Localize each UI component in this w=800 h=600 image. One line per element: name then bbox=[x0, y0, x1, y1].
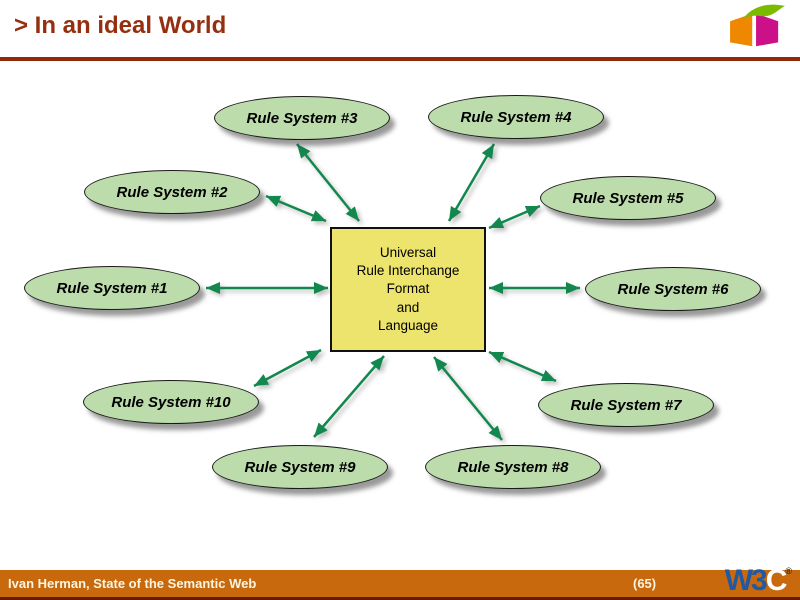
node-label: Rule System #4 bbox=[460, 108, 572, 126]
w3c-logo-w3: W3 bbox=[724, 564, 768, 597]
cube-right-face bbox=[756, 13, 779, 47]
node-label: Rule System #7 bbox=[570, 396, 682, 414]
hub-box: Universal Rule Interchange Format and La… bbox=[330, 227, 486, 352]
node-rule-system-3: Rule System #3 bbox=[214, 96, 390, 140]
node-label: Rule System #3 bbox=[246, 109, 358, 127]
w3c-logo: W3C® bbox=[725, 566, 792, 596]
edge-arrow bbox=[433, 356, 503, 441]
edge-arrow bbox=[253, 348, 322, 388]
node-rule-system-9: Rule System #9 bbox=[212, 445, 388, 489]
page-title: > In an ideal World bbox=[14, 12, 227, 39]
cube-top-swoosh bbox=[742, 4, 785, 20]
node-label: Rule System #5 bbox=[572, 189, 684, 207]
footer-author: Ivan Herman, State of the Semantic Web bbox=[8, 576, 257, 591]
hub-label: Universal Rule Interchange Format and La… bbox=[356, 244, 460, 333]
node-label: Rule System #2 bbox=[116, 183, 228, 201]
page-number: (65) bbox=[633, 576, 657, 591]
edge-arrow bbox=[296, 143, 360, 222]
node-rule-system-8: Rule System #8 bbox=[425, 445, 601, 489]
edge-arrow bbox=[488, 204, 541, 230]
node-label: Rule System #1 bbox=[56, 279, 168, 297]
node-rule-system-10: Rule System #10 bbox=[83, 380, 259, 424]
node-rule-system-7: Rule System #7 bbox=[538, 383, 714, 427]
edge-arrow bbox=[313, 355, 385, 438]
node-rule-system-4: Rule System #4 bbox=[428, 95, 604, 139]
node-label: Rule System #8 bbox=[457, 458, 569, 476]
footer-bar: Ivan Herman, State of the Semantic Web (… bbox=[0, 570, 800, 597]
edge-arrow bbox=[488, 350, 557, 383]
node-rule-system-2: Rule System #2 bbox=[84, 170, 260, 214]
footer-strip bbox=[0, 597, 800, 600]
w3c-logo-c: C bbox=[765, 564, 788, 597]
w3c-logo-mark: ® bbox=[785, 566, 792, 576]
node-rule-system-6: Rule System #6 bbox=[585, 267, 761, 311]
node-rule-system-1: Rule System #1 bbox=[24, 266, 200, 310]
cube-logo-icon bbox=[730, 4, 785, 47]
cube-left-face bbox=[730, 13, 753, 47]
node-label: Rule System #6 bbox=[617, 280, 729, 298]
edge-arrow bbox=[265, 194, 327, 223]
edge-arrow bbox=[447, 143, 496, 222]
node-label: Rule System #9 bbox=[244, 458, 356, 476]
title-underline bbox=[0, 57, 800, 61]
node-rule-system-5: Rule System #5 bbox=[540, 176, 716, 220]
node-label: Rule System #10 bbox=[111, 393, 231, 411]
